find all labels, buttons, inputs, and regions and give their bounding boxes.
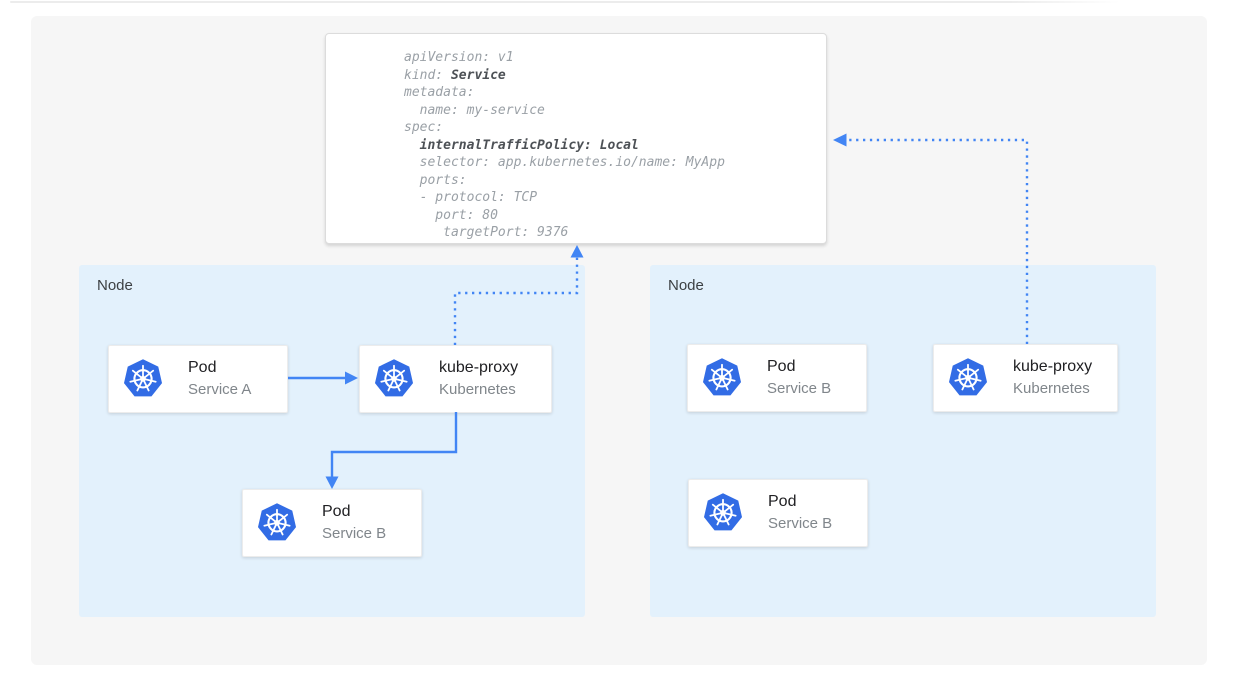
card-subtitle: Service B: [768, 515, 833, 532]
card-title: kube-proxy: [439, 359, 519, 376]
top-divider: [10, 1, 1120, 3]
kubernetes-logo-icon: [257, 503, 297, 543]
kubernetes-logo-icon: [702, 358, 742, 398]
kubernetes-logo-icon: [948, 358, 988, 398]
card-title: Pod: [322, 503, 351, 520]
card-pod-service-b-left: Pod Service B: [242, 489, 422, 557]
card-subtitle: Service B: [767, 380, 832, 397]
kubernetes-logo-icon: [703, 493, 743, 533]
kubernetes-logo-icon: [123, 359, 163, 399]
card-subtitle: Kubernetes: [1013, 380, 1090, 397]
node-right-label: Node: [668, 277, 704, 294]
card-subtitle: Service A: [188, 381, 252, 398]
node-left-label: Node: [97, 277, 133, 294]
card-title: Pod: [188, 359, 217, 376]
node-left: Node: [79, 265, 585, 617]
card-pod-service-a: Pod Service A: [108, 345, 288, 413]
card-subtitle: Service B: [322, 525, 387, 542]
card-pod-service-b-right-bottom: Pod Service B: [688, 479, 868, 547]
card-kube-proxy-right: kube-proxy Kubernetes: [933, 344, 1118, 412]
card-subtitle: Kubernetes: [439, 381, 516, 398]
card-title: Pod: [767, 358, 796, 375]
card-title: Pod: [768, 493, 797, 510]
kubernetes-logo-icon: [374, 359, 414, 399]
node-right: Node: [650, 265, 1156, 617]
card-pod-service-b-right-top: Pod Service B: [687, 344, 867, 412]
card-kube-proxy-left: kube-proxy Kubernetes: [359, 345, 552, 413]
card-title: kube-proxy: [1013, 358, 1093, 375]
